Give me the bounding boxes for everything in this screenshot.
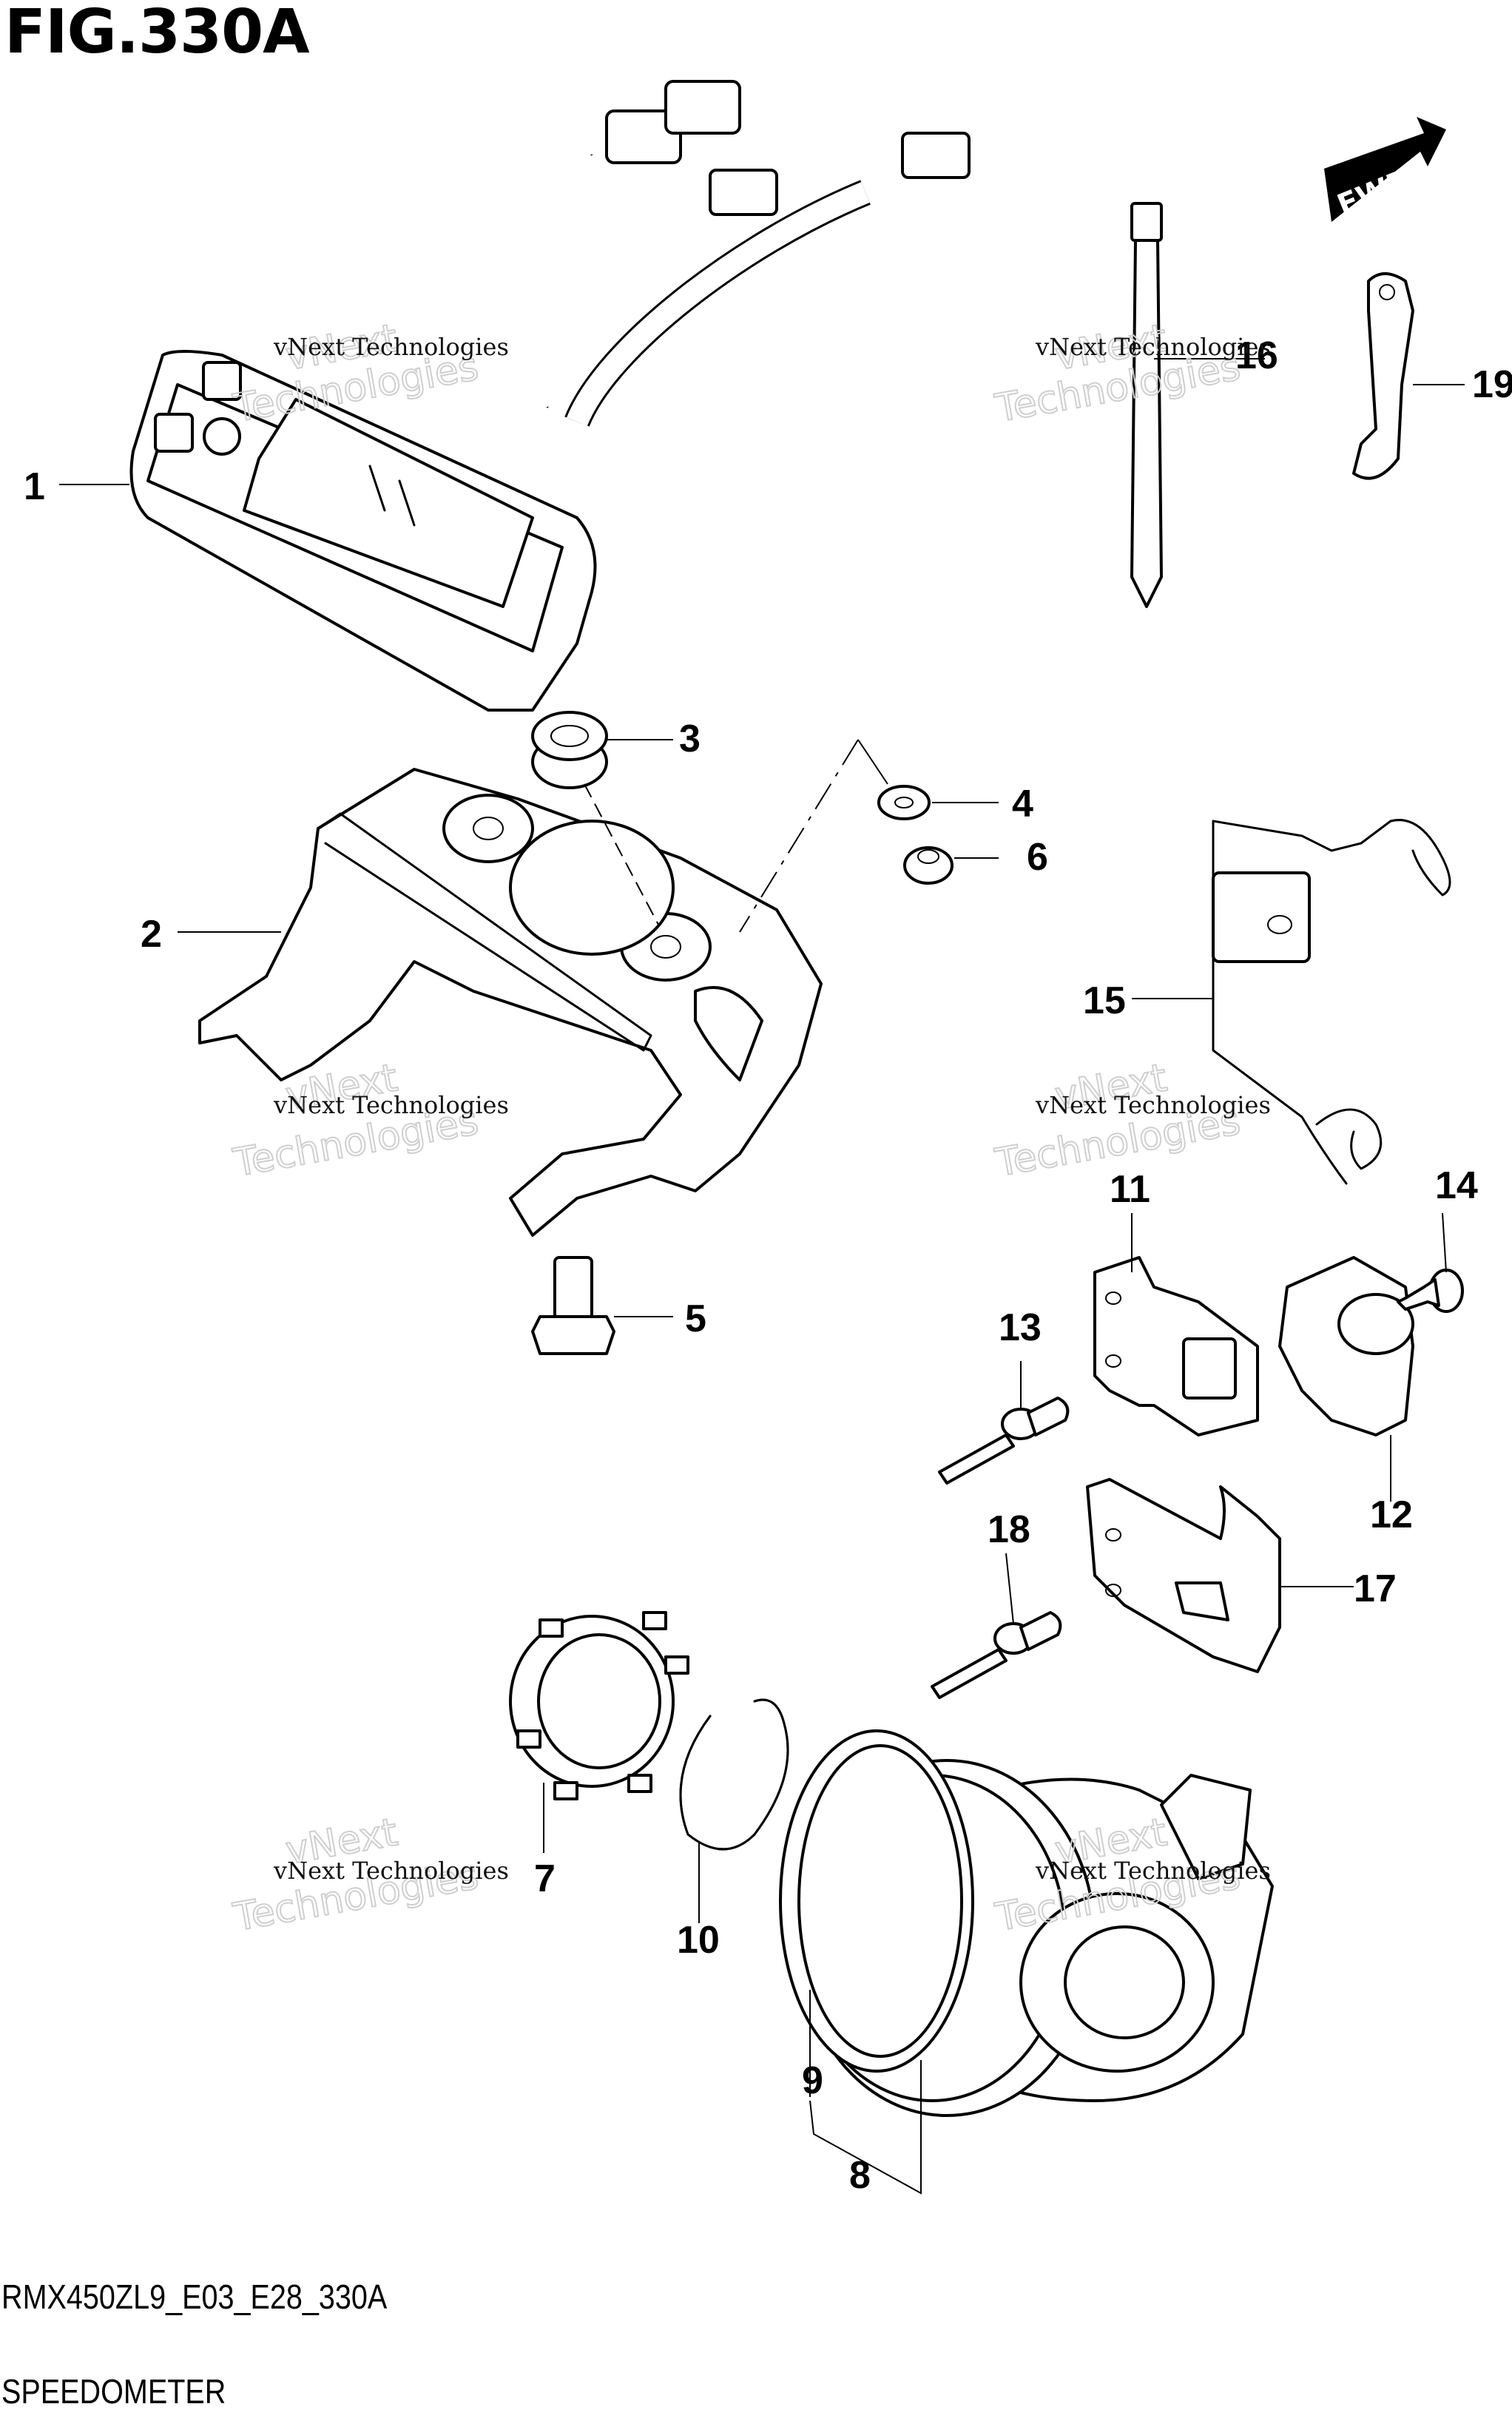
part-2-bracket bbox=[198, 768, 823, 1237]
callout-6: 6 bbox=[1027, 836, 1048, 879]
leader-lines bbox=[59, 358, 1465, 2195]
watermark-text: vNext Technologies bbox=[1035, 333, 1271, 361]
part-19-clip bbox=[1352, 272, 1414, 480]
watermark-top-right: vNext Technologies vNext Technologies bbox=[991, 315, 1271, 432]
callout-labels: 1 2 3 4 5 6 7 8 9 10 11 12 13 14 15 16 1… bbox=[24, 334, 1512, 2197]
callout-18: 18 bbox=[988, 1508, 1030, 1551]
forward-direction-arrow: FWD bbox=[1324, 117, 1446, 223]
part-4-washer bbox=[877, 785, 931, 820]
part-17-bracket bbox=[1086, 1478, 1281, 1673]
part-7-retainer-ring bbox=[509, 1611, 689, 1800]
figure-title: FIG.330A bbox=[4, 0, 310, 67]
watermark-text: vNext Technologies bbox=[273, 1857, 509, 1885]
part-10-snap-ring bbox=[679, 1698, 789, 1851]
part-6-nut bbox=[903, 846, 954, 885]
callout-19: 19 bbox=[1472, 363, 1512, 406]
part-11-bracket bbox=[1093, 1256, 1259, 1436]
watermark-text: vNext Technologies bbox=[273, 333, 509, 361]
callout-14: 14 bbox=[1435, 1164, 1478, 1207]
part-12-clamp bbox=[1278, 1256, 1414, 1436]
watermark-text: vNext Technologies bbox=[1035, 1857, 1271, 1885]
part-18-rivet bbox=[931, 1611, 1062, 1699]
callout-15: 15 bbox=[1083, 979, 1126, 1022]
callout-11: 11 bbox=[1110, 1168, 1150, 1211]
callout-1: 1 bbox=[24, 465, 45, 508]
watermark-mid-left: vNext Technologies vNext Technologies bbox=[229, 1055, 509, 1186]
part-3-grommet bbox=[531, 711, 659, 925]
section-name: SPEEDOMETER bbox=[1, 2372, 226, 2411]
watermark-bottom-left: vNext Technologies vNext Technologies bbox=[229, 1809, 509, 1941]
watermark-text: vNext Technologies bbox=[273, 1091, 509, 1119]
callout-13: 13 bbox=[999, 1306, 1042, 1349]
callout-10: 10 bbox=[677, 1919, 720, 1962]
watermark-text: vNext Technologies bbox=[1035, 1091, 1271, 1119]
callout-3: 3 bbox=[679, 717, 701, 760]
model-code: RMX450ZL9_E03_E28_330A bbox=[1, 2278, 388, 2316]
part-14-screw bbox=[1397, 1269, 1464, 1313]
callout-4: 4 bbox=[1012, 783, 1033, 825]
part-1-speedometer-unit bbox=[129, 80, 971, 712]
callout-5: 5 bbox=[685, 1297, 706, 1340]
callout-16: 16 bbox=[1235, 334, 1278, 377]
callout-12: 12 bbox=[1370, 1493, 1413, 1536]
part-9-o-ring bbox=[779, 1729, 974, 2073]
callout-8: 8 bbox=[849, 2154, 871, 2197]
callout-17: 17 bbox=[1354, 1567, 1397, 1610]
part-16-cable-tie bbox=[1130, 202, 1163, 608]
watermark-top-left: vNext Technologies vNext Technologies bbox=[229, 315, 509, 432]
part-13-rivet bbox=[938, 1397, 1070, 1485]
part-15-wire-bracket bbox=[1212, 819, 1451, 1185]
watermark-mid-right: vNext Technologies vNext Technologies bbox=[991, 1055, 1271, 1186]
callout-9: 9 bbox=[802, 2059, 823, 2102]
callout-2: 2 bbox=[141, 913, 162, 956]
part-5-bolt bbox=[531, 1256, 615, 1355]
callout-7: 7 bbox=[534, 1857, 556, 1900]
